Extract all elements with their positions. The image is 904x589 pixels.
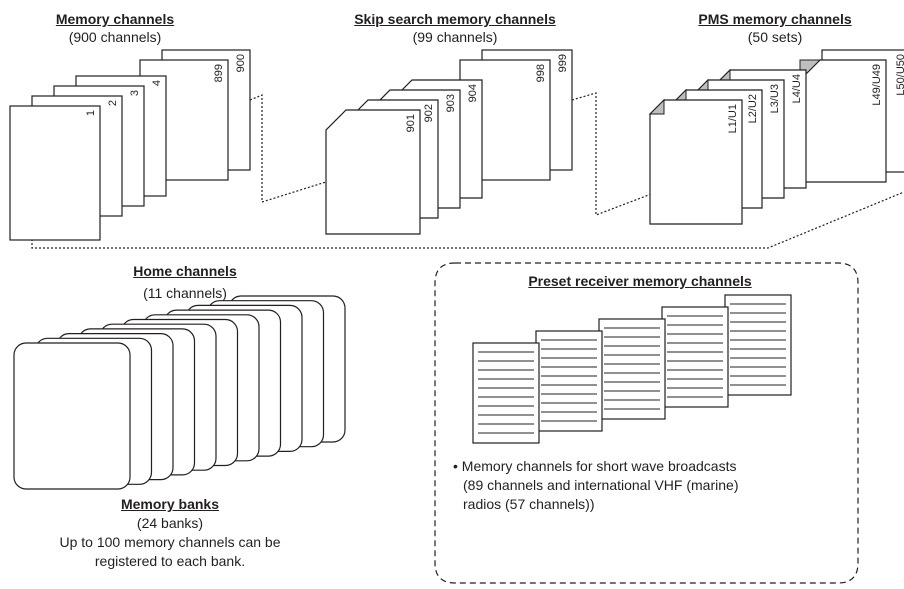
preset-sheet xyxy=(472,342,540,444)
skip-search-channel-label: 902 xyxy=(423,104,435,122)
pms-title: PMS memory channels xyxy=(698,11,852,27)
pms-set-label: L49/U49 xyxy=(871,64,883,106)
preset-bullet-line2: (89 channels and international VHF (mari… xyxy=(463,477,739,493)
memory-channel-label: 4 xyxy=(151,80,163,86)
skip-search-subtitle: (99 channels) xyxy=(412,29,498,45)
skip-search-channel-sheet: 901 xyxy=(325,109,421,235)
memory-channel-sheet: 1 xyxy=(9,105,101,241)
pms-subtitle: (50 sets) xyxy=(747,29,803,45)
preset-bullet-line3: radios (57 channels)) xyxy=(463,496,595,512)
preset-sheet xyxy=(724,294,792,396)
skip-search-title: Skip search memory channels xyxy=(354,11,556,27)
pms-set-sheet: L1/U1 xyxy=(648,98,743,225)
home-channel-card xyxy=(13,342,131,490)
preset-receiver-stack xyxy=(472,294,792,444)
pms-set-label: L1/U1 xyxy=(727,104,739,133)
preset-sheet xyxy=(535,330,603,432)
dotted-connector xyxy=(571,92,805,216)
preset-sheet xyxy=(661,306,729,408)
home-channels-stack xyxy=(13,295,346,490)
memory-banks-subtitle: (24 banks) xyxy=(136,515,204,531)
memory-channel-label: 899 xyxy=(213,64,225,82)
memory-channel-label: 3 xyxy=(129,90,141,96)
memory-channels-stack: 900 899 4 3 2 1 xyxy=(9,49,251,241)
preset-dashed-frame xyxy=(434,262,859,584)
memory-channel-label: 900 xyxy=(235,54,247,72)
skip-search-stack: 999 998 904 903 902 901 xyxy=(325,49,573,235)
preset-bullet-line1: • Memory channels for short wave broadca… xyxy=(453,458,737,474)
memory-channel-label: 1 xyxy=(85,110,97,116)
pms-set-label: L2/U2 xyxy=(747,94,759,123)
home-channels-title: Home channels xyxy=(133,263,237,279)
preset-sheet xyxy=(598,318,666,420)
home-channels-subtitle: (11 channels) xyxy=(143,285,227,301)
skip-search-channel-label: 904 xyxy=(467,84,479,102)
skip-search-channel-label: 901 xyxy=(405,114,417,132)
preset-receiver-title: Preset receiver memory channels xyxy=(528,273,752,289)
pms-set-label: L50/U50 xyxy=(895,54,904,96)
skip-search-channel-label: 998 xyxy=(535,64,547,82)
memory-banks-title: Memory banks xyxy=(120,496,220,512)
pms-set-sheet: L49/U49 xyxy=(799,59,887,183)
pms-set-label: L3/U3 xyxy=(769,84,781,113)
memory-banks-note-line2: registered to each bank. xyxy=(94,553,246,569)
memory-channels-title: Memory channels xyxy=(55,11,175,27)
pms-set-label: L4/U4 xyxy=(791,74,803,103)
memory-banks-note-line1: Up to 100 memory channels can be xyxy=(59,534,281,550)
memory-channel-label: 2 xyxy=(107,100,119,106)
memory-channels-subtitle: (900 channels) xyxy=(68,29,162,45)
skip-search-channel-label: 903 xyxy=(445,94,457,112)
pms-stack: L50/U50 L49/U49 L4/U4 L3/U3 L2/U2 L1/U1 xyxy=(648,49,904,225)
skip-search-channel-label: 999 xyxy=(557,54,569,72)
